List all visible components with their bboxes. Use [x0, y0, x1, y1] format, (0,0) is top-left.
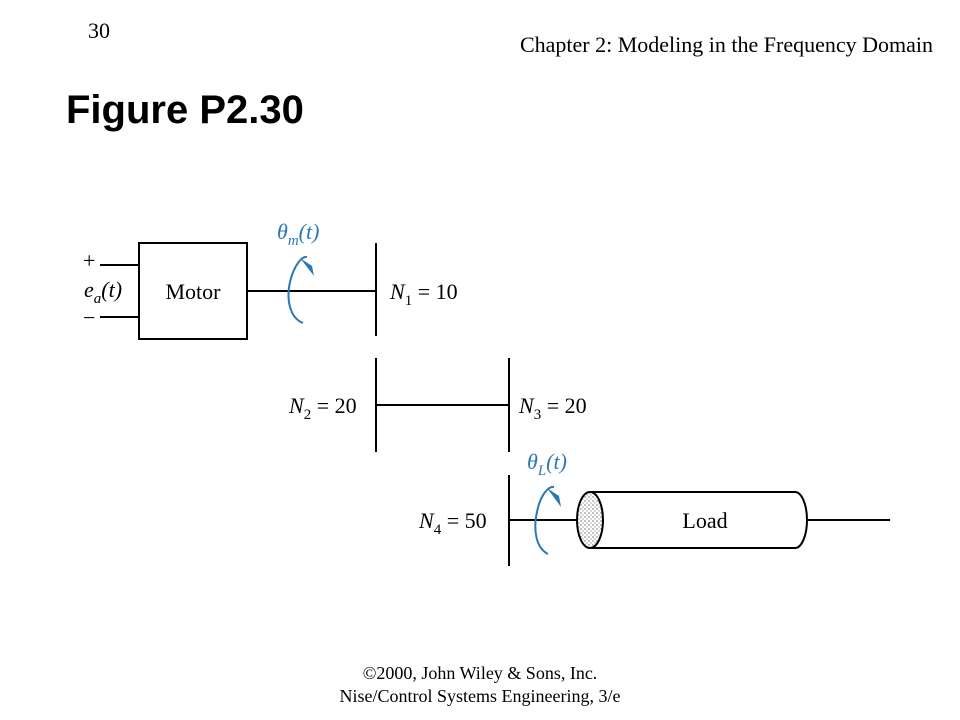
gear-n2-label: N2 = 20: [288, 393, 357, 423]
motor-label: Motor: [166, 279, 222, 304]
footer: ©2000, John Wiley & Sons, Inc. Nise/Cont…: [0, 662, 960, 708]
chapter-title: Chapter 2: Modeling in the Frequency Dom…: [519, 32, 933, 57]
footer-book-title: Nise/Control Systems Engineering, 3/e: [339, 686, 621, 706]
theta-m-label: θm(t): [277, 219, 319, 249]
theta-m-rotation-arrow: [287, 255, 308, 324]
gear-n4-label: N4 = 50: [418, 508, 487, 538]
theta-l-rotation-arrow: [534, 485, 555, 555]
footer-copyright: ©2000, John Wiley & Sons, Inc.: [362, 663, 598, 683]
gear-n3-label: N3 = 20: [518, 393, 587, 423]
load-cylinder-body: [590, 491, 808, 549]
input-minus-sign: −: [83, 305, 95, 330]
theta-m-arrowhead: [300, 258, 314, 276]
load-cylinder-face: [576, 491, 604, 549]
figure-title: Figure P2.30: [66, 88, 304, 132]
theta-l-arrowhead: [547, 488, 561, 507]
gear-n1-label: N1 = 10: [389, 279, 458, 309]
input-plus-sign: +: [83, 248, 95, 273]
motor-block: [138, 242, 248, 340]
theta-l-label: θL(t): [527, 449, 567, 479]
input-voltage-label: ea(t): [84, 277, 122, 307]
load-label: Load: [682, 508, 727, 533]
page-number: 30: [88, 18, 110, 43]
